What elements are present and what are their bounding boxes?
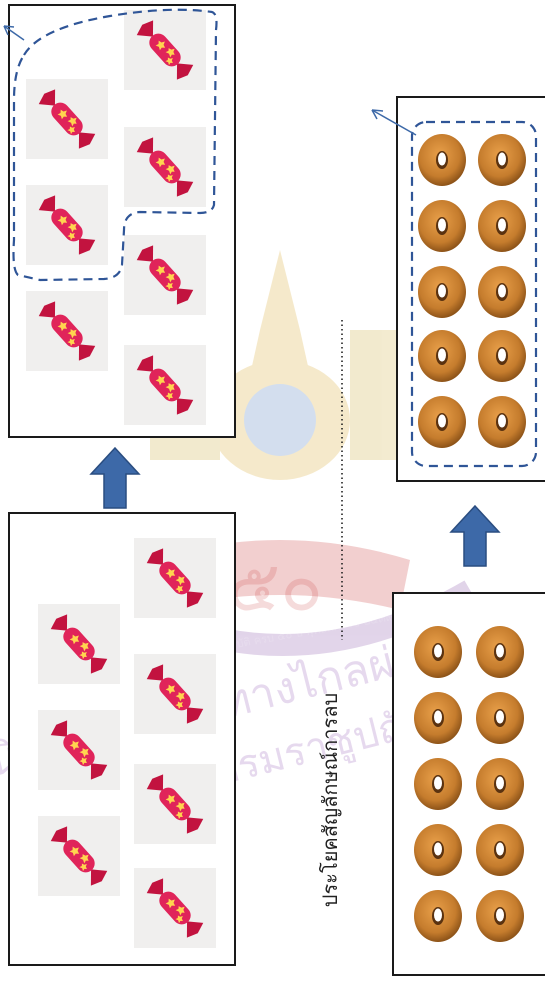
donut-icon bbox=[476, 758, 524, 810]
donut-icon bbox=[414, 692, 462, 744]
pointer-line bbox=[3, 25, 25, 41]
donut-icon bbox=[418, 200, 466, 252]
candy-tile bbox=[38, 604, 120, 684]
answer-dotted-line bbox=[341, 320, 343, 640]
candy-tile bbox=[124, 10, 206, 90]
candy-tile bbox=[124, 345, 206, 425]
donut-icon bbox=[476, 890, 524, 942]
donut-icon bbox=[418, 396, 466, 448]
candy-tile bbox=[38, 710, 120, 790]
candy-icon bbox=[48, 717, 110, 783]
candy-tile bbox=[26, 291, 108, 371]
donut-group-outline bbox=[371, 109, 538, 468]
donut-icon bbox=[418, 134, 466, 186]
donut-icon bbox=[418, 266, 466, 318]
candy-tile bbox=[134, 538, 216, 618]
donut-icon bbox=[478, 330, 526, 382]
candy-tile bbox=[26, 185, 108, 265]
subtraction-sentence-label: ประโยคสัญลักษณ์การลบ bbox=[318, 692, 342, 908]
donut-icon bbox=[418, 330, 466, 382]
donut-icon bbox=[414, 758, 462, 810]
candy-icon bbox=[134, 352, 196, 418]
up-arrow-icon bbox=[449, 504, 501, 567]
donut-icon bbox=[478, 134, 526, 186]
donut-icon bbox=[414, 890, 462, 942]
candy-tile bbox=[134, 764, 216, 844]
pointer-line bbox=[371, 109, 417, 136]
candy-tile bbox=[26, 79, 108, 159]
candy-tile bbox=[124, 127, 206, 207]
candy-tile bbox=[134, 654, 216, 734]
donut-icon bbox=[414, 626, 462, 678]
donut-icon bbox=[478, 396, 526, 448]
watermark-badge-number: ๕๐ bbox=[227, 545, 323, 627]
donut-icon bbox=[476, 692, 524, 744]
donut-icon bbox=[476, 626, 524, 678]
candy-icon bbox=[48, 823, 110, 889]
donut-icon bbox=[478, 200, 526, 252]
candy-icon bbox=[144, 875, 206, 941]
candy-panel-bottom bbox=[8, 512, 236, 966]
pointer-arrowhead bbox=[3, 25, 15, 36]
candy-tile bbox=[38, 816, 120, 896]
candy-icon bbox=[144, 771, 206, 837]
donut-icon bbox=[414, 824, 462, 876]
candy-tile bbox=[124, 235, 206, 315]
candy-group-outline bbox=[3, 8, 218, 282]
candy-tile bbox=[134, 868, 216, 948]
candy-icon bbox=[144, 545, 206, 611]
candy-icon bbox=[144, 661, 206, 727]
pointer-arrowhead bbox=[371, 109, 384, 120]
candy-icon bbox=[48, 611, 110, 677]
donut-icon bbox=[478, 266, 526, 318]
donut-icon bbox=[476, 824, 524, 876]
up-arrow-icon bbox=[89, 446, 141, 509]
candy-icon bbox=[36, 298, 98, 364]
candy-panel-top bbox=[8, 4, 236, 438]
